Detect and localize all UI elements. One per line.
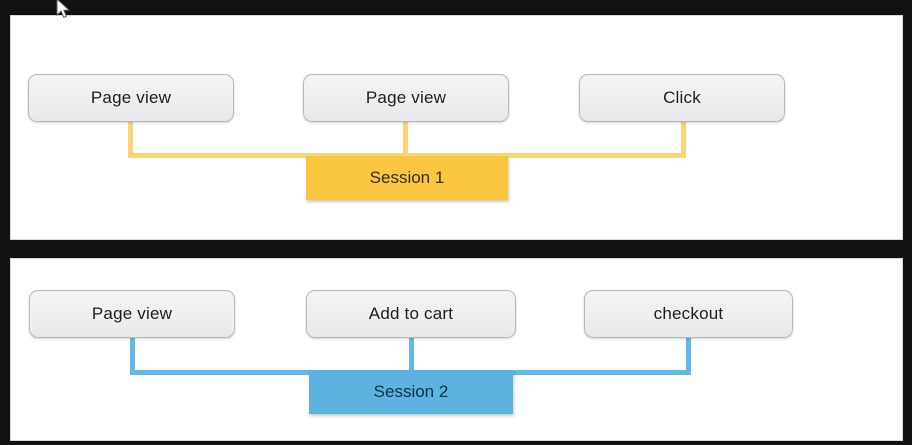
session-2-panel: Session 2 Page view Add to cart checkout bbox=[10, 258, 903, 441]
event-box-page-view-1[interactable]: Page view bbox=[28, 74, 234, 122]
connector-vertical-event-3 bbox=[686, 337, 691, 375]
event-box-checkout[interactable]: checkout bbox=[584, 290, 793, 338]
connector-vertical-event-3 bbox=[681, 114, 686, 158]
connector-horizontal-bus bbox=[128, 153, 686, 158]
session-bar-2[interactable]: Session 2 bbox=[309, 370, 513, 414]
connector-vertical-event-2 bbox=[403, 114, 408, 158]
session-bar-1[interactable]: Session 1 bbox=[306, 156, 508, 200]
event-box-add-to-cart[interactable]: Add to cart bbox=[306, 290, 516, 338]
connector-vertical-event-1 bbox=[130, 337, 135, 375]
event-box-add-to-cart-label: Add to cart bbox=[368, 304, 454, 323]
event-box-page-view-2-label: Page view bbox=[365, 88, 447, 107]
connector-vertical-event-2 bbox=[409, 337, 414, 375]
event-box-click-label: Click bbox=[663, 88, 701, 107]
event-box-checkout-label: checkout bbox=[653, 304, 724, 323]
event-box-page-view-3-label: Page view bbox=[91, 304, 173, 323]
event-box-page-view-3[interactable]: Page view bbox=[29, 290, 235, 338]
event-box-click[interactable]: Click bbox=[579, 74, 785, 122]
session-bar-1-label: Session 1 bbox=[369, 168, 445, 187]
connector-vertical-event-1 bbox=[128, 114, 133, 158]
session-bar-2-label: Session 2 bbox=[373, 382, 449, 401]
event-box-page-view-1-label: Page view bbox=[90, 88, 172, 107]
session-1-panel: Session 1 Page view Page view Click bbox=[10, 15, 903, 240]
event-box-page-view-2[interactable]: Page view bbox=[303, 74, 509, 122]
